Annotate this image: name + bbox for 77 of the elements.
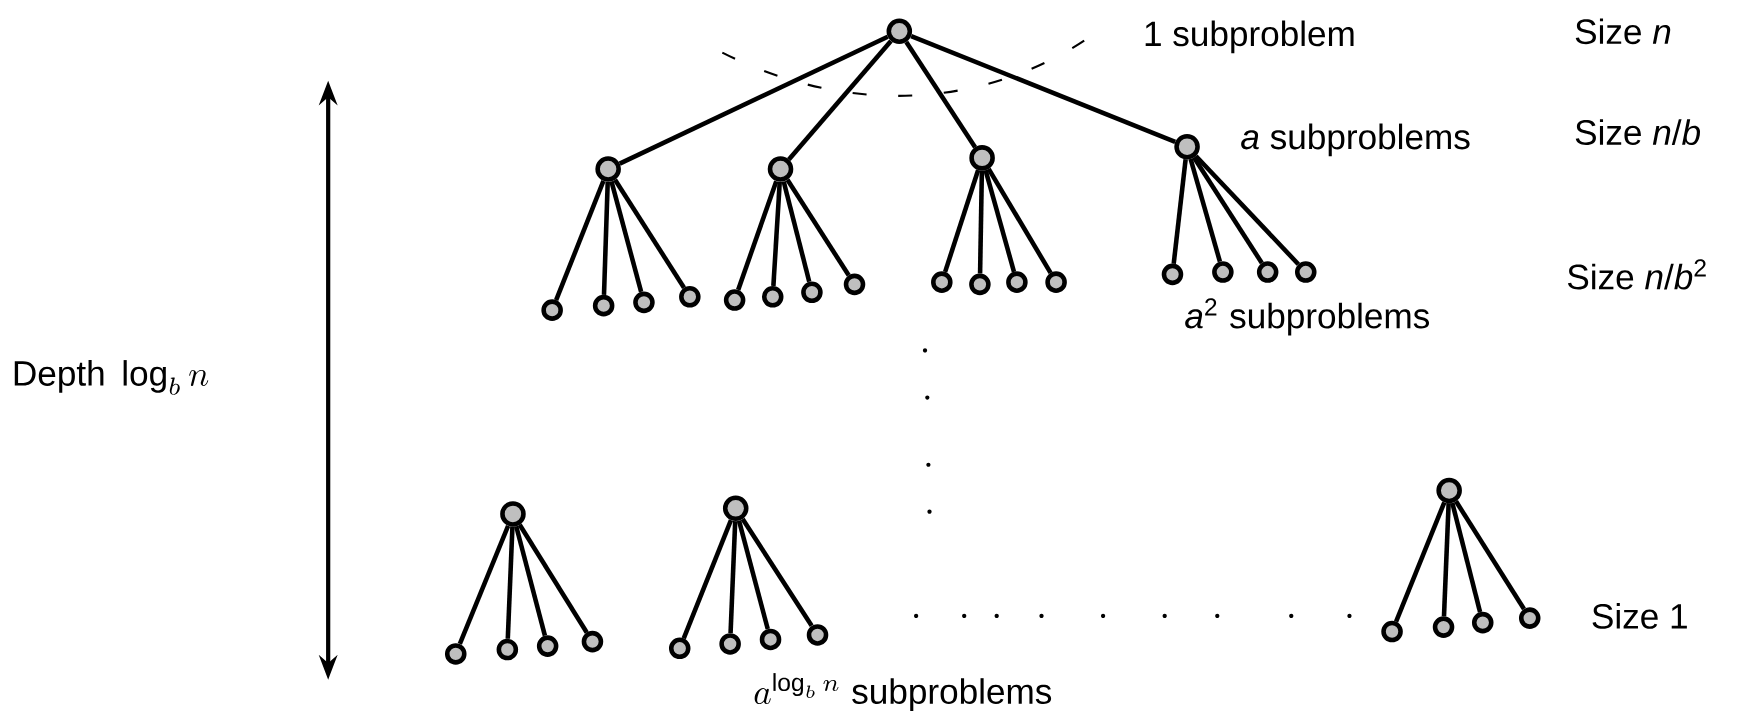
tree-node	[679, 286, 701, 308]
tree-node	[806, 624, 829, 646]
tree-edge	[457, 524, 511, 645]
tree-node	[1256, 261, 1279, 283]
tree-node	[1212, 261, 1234, 283]
tree-edge	[785, 178, 851, 277]
tree-edge	[517, 523, 589, 634]
tree-edge	[977, 170, 985, 274]
tree-edge	[613, 178, 686, 289]
tree-node	[1006, 271, 1028, 293]
level-label: Size 1	[1592, 603, 1687, 629]
tree-edge	[505, 526, 515, 639]
tree-node	[1518, 607, 1541, 629]
tree-node	[723, 289, 746, 311]
tree-node	[541, 299, 563, 321]
tree-node	[761, 286, 784, 308]
tree-node	[1381, 620, 1403, 643]
tree-edge	[1171, 159, 1188, 264]
tree-node	[1161, 263, 1184, 286]
tree-edge	[1393, 501, 1447, 623]
tree-node	[581, 630, 604, 653]
tree-node	[445, 643, 467, 665]
tree-edge	[681, 519, 734, 640]
tree-edge	[910, 33, 1177, 145]
level-label: 1 subproblem	[1145, 20, 1354, 54]
tree-node	[536, 635, 559, 657]
tree-edge	[787, 39, 893, 161]
tree-edge	[983, 169, 1017, 273]
level-label: Size n/b	[1575, 119, 1701, 145]
tree-node	[1295, 261, 1317, 283]
tree-node	[595, 156, 621, 182]
tree-edge	[1450, 502, 1483, 613]
tree-node	[1432, 616, 1455, 638]
tree-edge	[736, 520, 770, 630]
level-label: a$^{2}$ subproblems	[1185, 298, 1429, 336]
tree-node	[767, 156, 794, 182]
tree-node	[668, 637, 691, 660]
tree-edge	[728, 521, 738, 634]
tree-edge	[904, 40, 977, 149]
tree-edge	[1194, 154, 1300, 266]
level-label: Size n/b$^{2}$	[1567, 259, 1706, 290]
tree-node	[1436, 477, 1462, 504]
tree-edge	[1188, 158, 1223, 263]
tree-node	[496, 638, 519, 661]
level-label: $a^{\log_b n}\mbox{ subproblems}$	[754, 673, 1052, 711]
level-label: a subproblems	[1241, 123, 1470, 157]
tree-node	[722, 495, 749, 522]
tree-node	[801, 281, 823, 304]
tree-node	[969, 145, 995, 171]
tree-edge	[1441, 503, 1451, 617]
tree-node	[886, 18, 913, 45]
tree-node	[633, 291, 655, 314]
tree-node	[592, 294, 615, 317]
tree-node	[843, 273, 866, 296]
tree-edge	[618, 34, 889, 166]
tree-edge	[554, 180, 606, 301]
tree-edge	[942, 169, 981, 273]
tree-edge	[1454, 500, 1526, 611]
tree-edge	[771, 181, 783, 287]
tree-edge	[514, 525, 548, 637]
level-label: $\mbox{Depth }\log_b n$	[14, 360, 209, 395]
tree-node	[1471, 611, 1494, 634]
tree-edge	[781, 180, 812, 283]
tree-node	[759, 628, 782, 651]
tree-node	[719, 633, 741, 655]
tree-edge	[986, 167, 1053, 275]
tree-edge	[601, 181, 610, 295]
tree-edge	[609, 180, 644, 293]
tree-node	[931, 271, 953, 293]
tree-node	[1045, 271, 1067, 293]
level-label: Size n	[1575, 18, 1671, 45]
tree-node	[500, 501, 526, 527]
tree-edge	[736, 180, 779, 291]
tree-node	[1174, 133, 1200, 160]
tree-node	[969, 273, 991, 296]
tree-edge	[1192, 156, 1264, 265]
tree-edge	[740, 517, 814, 628]
